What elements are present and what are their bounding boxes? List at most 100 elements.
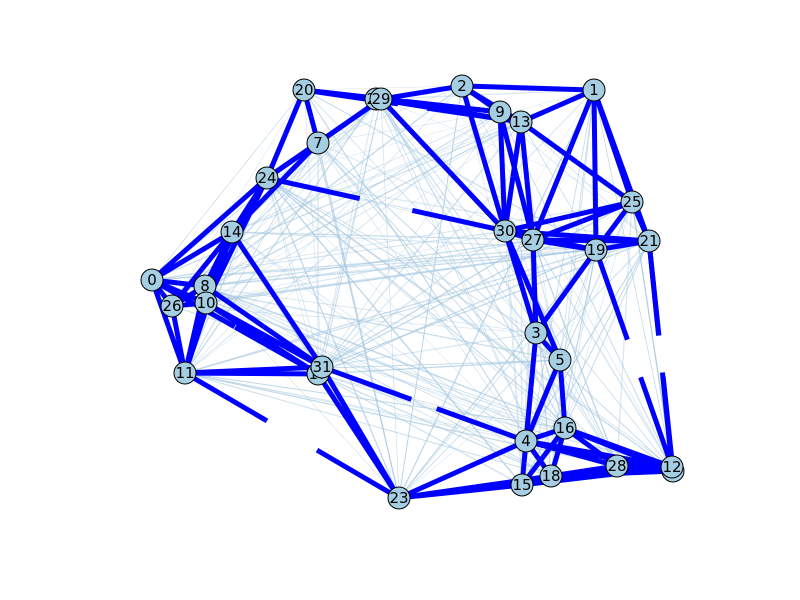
graph-node: 19: [584, 238, 608, 262]
node-label: 5: [555, 351, 565, 369]
graph-node: 28: [605, 454, 629, 478]
heavy-edge: [331, 368, 413, 402]
heavy-edge: [558, 370, 565, 395]
heavy-edge: [521, 451, 528, 464]
heavy-edge: [176, 339, 186, 363]
heavy-edge: [638, 376, 671, 458]
graph-node: 30: [493, 219, 517, 243]
heavy-edge: [504, 176, 516, 221]
heavy-edge: [260, 336, 311, 371]
graph-node: 27: [521, 228, 545, 252]
graph-node: 5: [548, 348, 572, 372]
heavy-edge: [356, 434, 396, 491]
graph-node: 2: [450, 74, 474, 98]
light-edge: [266, 177, 323, 368]
heavy-edge: [277, 177, 361, 202]
heavy-edge: [207, 183, 261, 231]
light-edge: [231, 231, 552, 477]
node-circle: [514, 429, 538, 453]
heavy-edge: [526, 454, 546, 478]
heavy-edge: [530, 103, 559, 120]
heavy-edge: [348, 103, 374, 124]
light-edge: [266, 177, 537, 334]
node-circle: [306, 131, 330, 155]
heavy-edge: [247, 185, 264, 207]
heavy-edge: [268, 133, 288, 169]
light-edge: [564, 249, 597, 429]
heavy-edge: [236, 239, 280, 301]
node-circle: [539, 464, 563, 488]
graph-node: 0: [140, 268, 164, 292]
heavy-edge: [544, 429, 556, 437]
heavy-edge: [575, 159, 625, 198]
node-label: 31: [312, 358, 331, 376]
light-edge: [204, 285, 527, 442]
light-edge: [317, 373, 523, 486]
light-edge: [266, 177, 400, 499]
light-edge: [532, 239, 618, 467]
heavy-edge: [510, 132, 522, 177]
heavy-edge: [435, 406, 517, 440]
heavy-edge: [325, 375, 363, 434]
light-edge: [375, 98, 552, 477]
heavy-edge: [638, 220, 647, 232]
heavy-edge: [515, 214, 570, 232]
heavy-edge: [555, 437, 565, 453]
heavy-edge: [546, 344, 555, 354]
node-label: 12: [662, 458, 681, 476]
heavy-edge: [612, 209, 628, 228]
heavy-edge: [618, 447, 664, 470]
graph-node: 14: [220, 220, 244, 244]
node-circle: [140, 268, 164, 292]
heavy-edge: [634, 211, 643, 223]
light-edge: [171, 240, 650, 307]
heavy-edge: [171, 316, 181, 340]
node-circle: [582, 78, 606, 102]
heavy-edge: [576, 233, 639, 243]
heavy-edge: [534, 164, 566, 231]
light-edge: [151, 201, 633, 281]
heavy-edge: [583, 465, 607, 474]
node-circle: [292, 78, 316, 102]
heavy-edge: [556, 92, 585, 109]
light-edge: [593, 89, 674, 472]
graph-node: 20: [292, 78, 316, 102]
light-edge: [205, 239, 534, 304]
heavy-edge: [561, 471, 613, 478]
light-edge: [204, 239, 534, 287]
node-circle: [553, 416, 577, 440]
heavy-edge: [407, 467, 464, 496]
graph-node: 21: [637, 229, 661, 253]
node-circle: [584, 238, 608, 262]
light-edge: [321, 98, 382, 368]
node-circle: [220, 220, 244, 244]
light-edge: [266, 177, 561, 361]
heavy-edge: [530, 250, 537, 287]
heavy-edge: [460, 483, 512, 494]
node-circle: [255, 166, 279, 190]
light-edge: [266, 177, 673, 468]
heavy-edge: [158, 227, 212, 275]
heavy-edge: [606, 243, 623, 251]
light-edge: [266, 177, 674, 472]
node-label: 23: [389, 489, 408, 507]
heavy-edge: [644, 466, 663, 473]
heavy-edge: [560, 393, 567, 418]
light-edge: [231, 111, 501, 233]
node-label: 30: [495, 222, 514, 240]
node-label: 16: [555, 419, 574, 437]
graph-node: 12: [660, 455, 684, 479]
light-edge: [266, 177, 650, 242]
light-edge: [504, 89, 595, 232]
heavy-edge: [304, 99, 314, 118]
heavy-edge: [441, 163, 500, 225]
heavy-edge: [591, 100, 598, 171]
heavy-edge: [597, 259, 630, 341]
light-edge: [184, 240, 650, 374]
light-edge: [205, 142, 319, 304]
light-edge: [380, 89, 595, 100]
heavy-edge: [581, 203, 623, 224]
heavy-edge: [411, 207, 495, 232]
node-circle: [510, 473, 534, 497]
light-edge: [398, 332, 537, 499]
